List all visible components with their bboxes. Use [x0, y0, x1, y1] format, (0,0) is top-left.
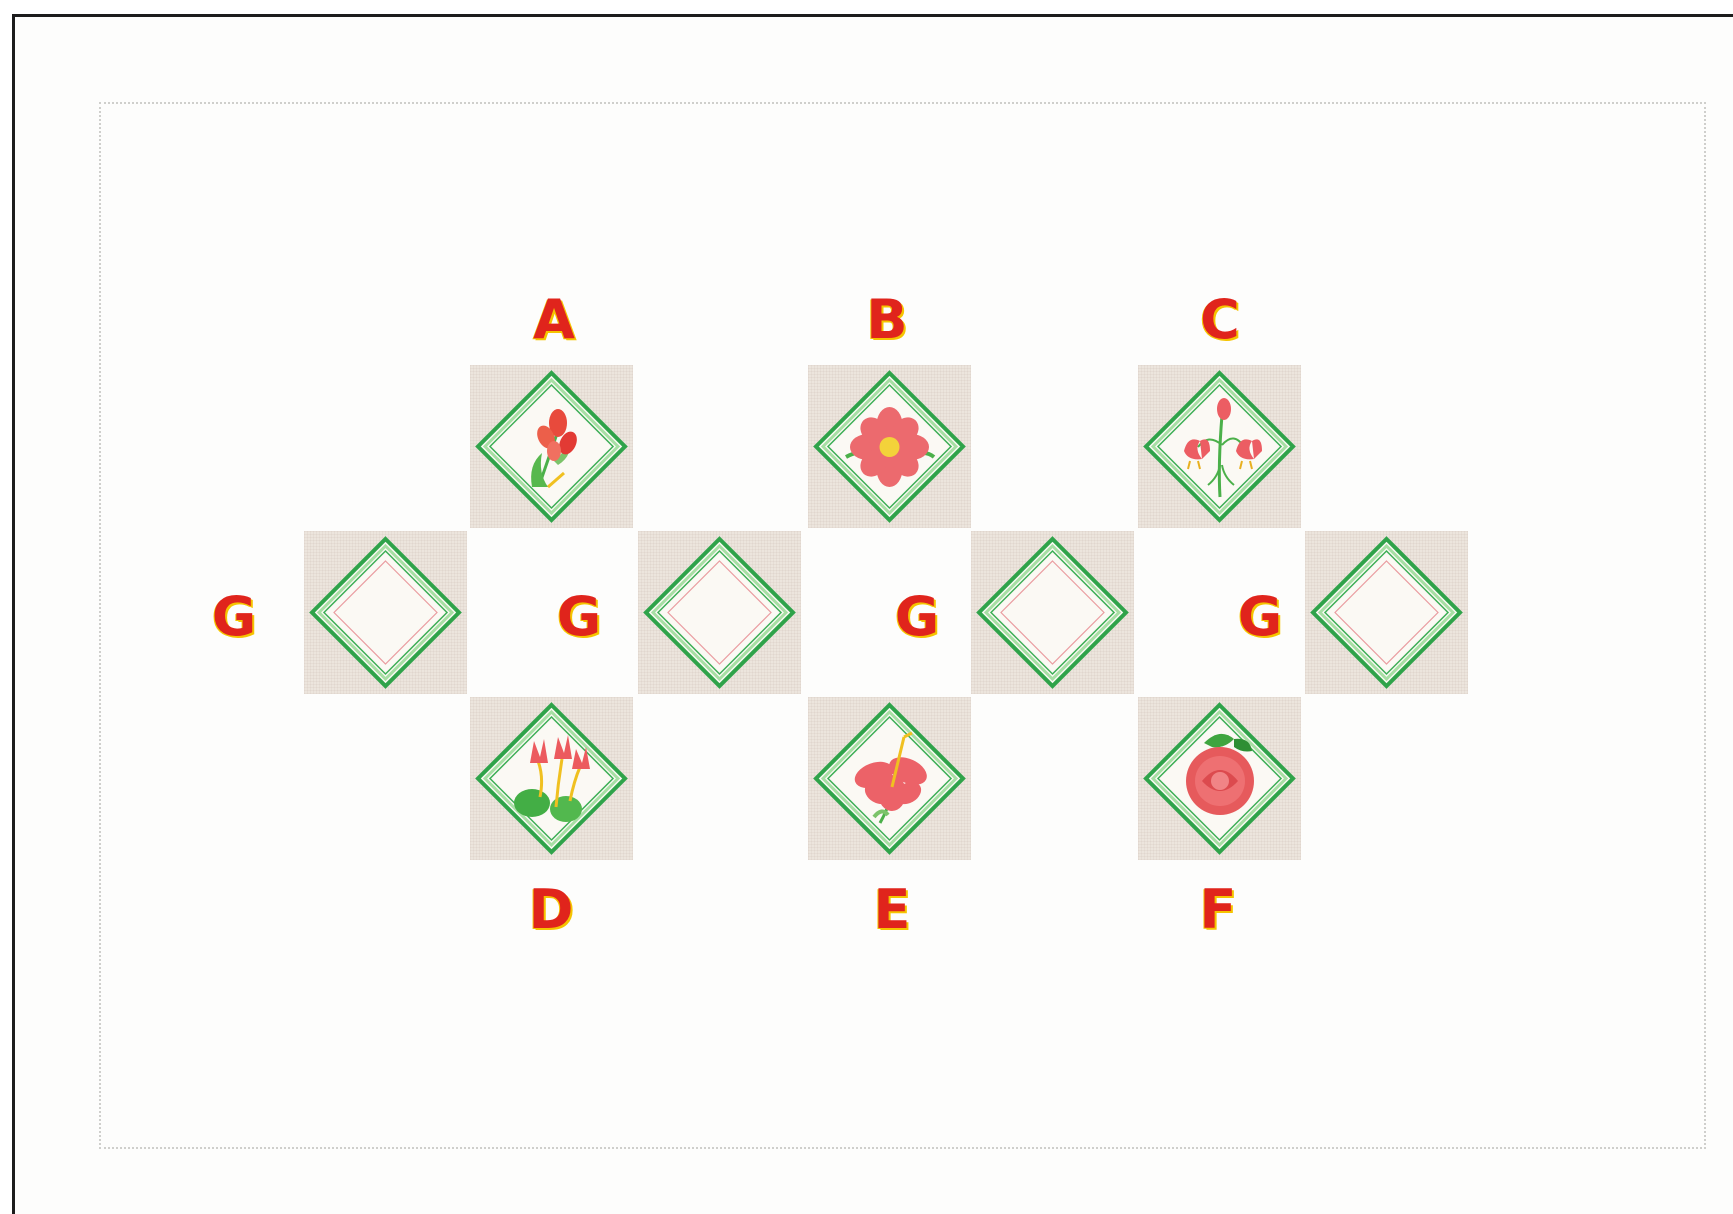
label-g-4: G	[1215, 590, 1305, 644]
label-b: B	[842, 293, 932, 347]
tile-g-2	[638, 531, 801, 694]
tile-g-3	[971, 531, 1134, 694]
tile-c	[1138, 365, 1301, 528]
label-g-2: G	[534, 590, 624, 644]
label-e: E	[847, 883, 937, 937]
hibiscus-motif	[808, 697, 971, 860]
label-d: D	[506, 883, 596, 937]
plain-diamond-motif	[1305, 531, 1468, 694]
plain-diamond-motif	[638, 531, 801, 694]
tile-b	[808, 365, 971, 528]
label-c: C	[1175, 293, 1265, 347]
label-g-3: G	[872, 590, 962, 644]
tile-d	[470, 697, 633, 860]
tile-f	[1138, 697, 1301, 860]
plain-diamond-motif	[304, 531, 467, 694]
label-g-1: G	[189, 590, 279, 644]
gladiolus-motif	[470, 365, 633, 528]
label-f: F	[1173, 883, 1263, 937]
rose-motif	[1138, 697, 1301, 860]
plain-diamond-motif	[971, 531, 1134, 694]
cyclamen-motif	[470, 697, 633, 860]
open-bloom-motif	[808, 365, 971, 528]
label-a: A	[509, 293, 599, 347]
tile-a	[470, 365, 633, 528]
tile-g-4	[1305, 531, 1468, 694]
tile-g-1	[304, 531, 467, 694]
tiger-lily-motif	[1138, 365, 1301, 528]
tile-e	[808, 697, 971, 860]
